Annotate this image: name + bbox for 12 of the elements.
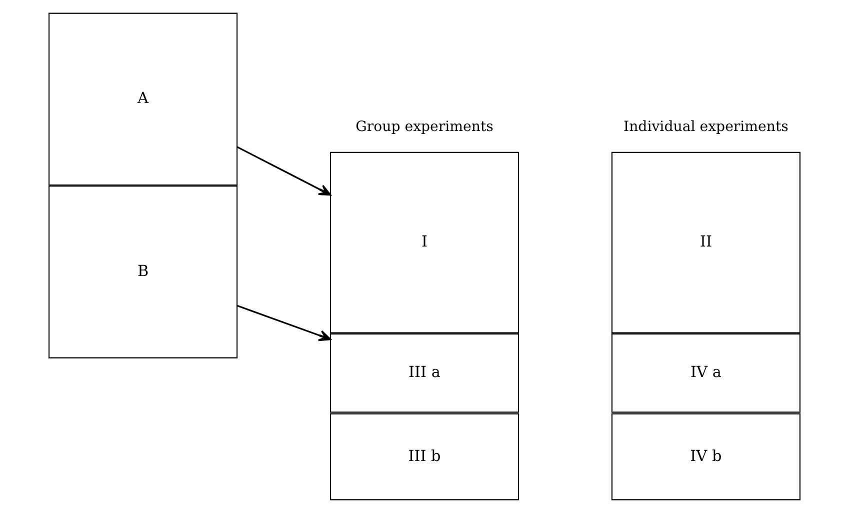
node-box: I: [330, 151, 520, 333]
node-box: IV a: [611, 332, 800, 412]
arrow: [236, 304, 332, 341]
node-box: IV b: [611, 412, 800, 500]
label: Individual experiments: [624, 118, 788, 135]
node-box: III b: [330, 412, 520, 500]
arrow: [236, 146, 332, 196]
label: Group experiments: [356, 118, 494, 135]
node-box: II: [611, 151, 800, 333]
node-box: A: [48, 12, 238, 186]
node-box: III a: [330, 332, 520, 412]
node-box: B: [48, 185, 238, 358]
